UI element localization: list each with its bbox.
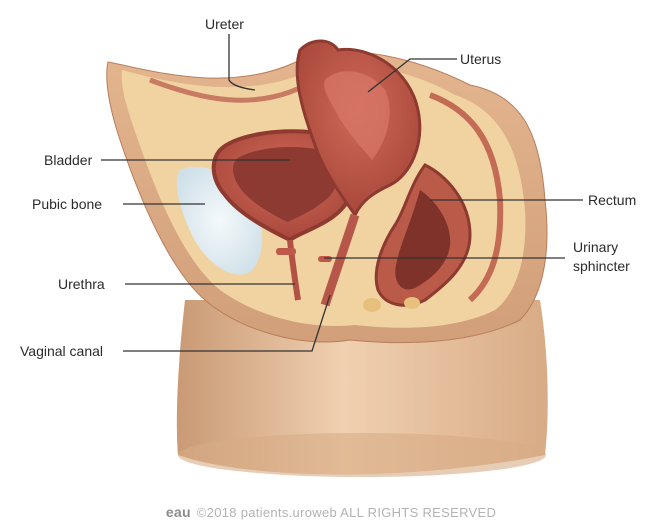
label-ureter: Ureter bbox=[205, 16, 244, 32]
copyright-footer: eau ©2018 patients.uroweb ALL RIGHTS RES… bbox=[0, 504, 662, 520]
copyright-text: ©2018 patients.uroweb ALL RIGHTS RESERVE… bbox=[197, 505, 496, 520]
label-pubic-bone: Pubic bone bbox=[32, 196, 102, 212]
label-vaginal-canal: Vaginal canal bbox=[20, 343, 103, 359]
label-urinary: Urinary bbox=[573, 239, 618, 255]
urinary-sphincter-shape bbox=[276, 248, 296, 255]
sphincter-mark bbox=[318, 256, 332, 262]
label-bladder: Bladder bbox=[44, 152, 92, 168]
eau-logo: eau bbox=[166, 504, 191, 520]
label-uterus: Uterus bbox=[460, 51, 501, 67]
label-sphincter: sphincter bbox=[573, 258, 630, 274]
label-rectum: Rectum bbox=[588, 192, 636, 208]
label-urethra: Urethra bbox=[58, 276, 105, 292]
